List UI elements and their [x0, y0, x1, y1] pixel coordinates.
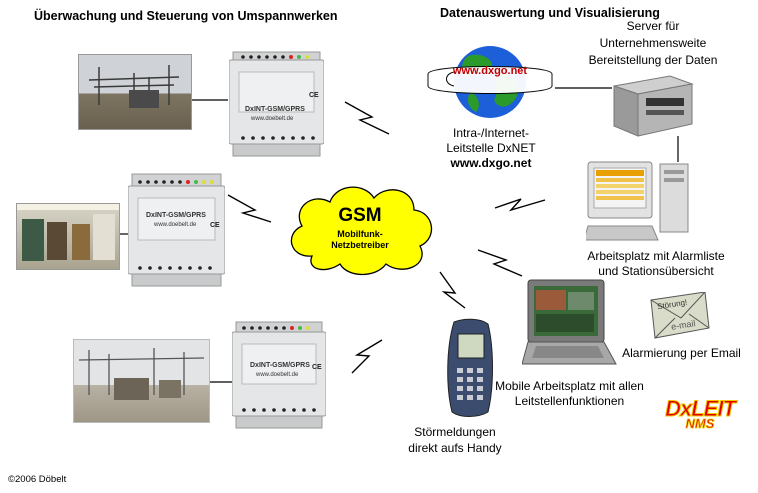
leitstelle-label-2: Leitstelle DxNET: [446, 141, 536, 155]
email-envelope-icon: [650, 292, 710, 339]
module-2-title: DxINT-GSM/GPRS: [146, 212, 206, 219]
workstation-pc-icon: [586, 161, 689, 241]
bolt-2: [227, 194, 272, 223]
globe-icon: [427, 46, 553, 118]
module-2-url: www.doebelt.de: [154, 222, 197, 228]
server-label-1: Server für: [626, 19, 680, 33]
email-label: Alarmierung per Email: [622, 346, 741, 360]
arbeitsplatz-label-2: und Stationsübersicht: [598, 264, 714, 278]
gsm-line1: Mobilfunk-: [337, 229, 383, 239]
substation-photo-2: [16, 203, 120, 270]
leitstelle-url: www.dxgo.net: [450, 156, 532, 170]
bolt-1: [344, 101, 390, 135]
server-label-3: Bereitstellung der Daten: [588, 53, 718, 67]
substation-photo-3: [73, 339, 210, 423]
leitstelle-label-1: Intra-/Internet-: [452, 126, 530, 140]
module-2-ce: CE: [210, 222, 220, 229]
handy-label-2: direkt aufs Handy: [408, 441, 502, 455]
substation-photo-1: [78, 54, 192, 130]
module-3-ce: CE: [312, 364, 322, 371]
header-left: Überwachung und Steuerung von Umspannwer…: [34, 9, 338, 23]
laptop-icon: [522, 279, 617, 365]
bolt-6: [439, 271, 466, 309]
logo-text: DxLEIT: [665, 396, 737, 422]
dxleit-logo: DxLEIT NMS: [654, 396, 746, 434]
mobile-phone-icon: [447, 318, 493, 417]
module-1-ce: CE: [309, 92, 319, 99]
gsm-module-2: DxINT-GSM/GPRS www.doebelt.de CE: [128, 172, 225, 288]
bolt-3: [351, 339, 383, 374]
module-3-title: DxINT-GSM/GPRS: [250, 362, 310, 369]
module-3-url: www.doebelt.de: [256, 372, 299, 378]
module-1-url: www.doebelt.de: [251, 116, 294, 122]
gsm-module-1: DxINT-GSM/GPRS www.doebelt.de CE: [229, 50, 324, 158]
bolt-4: [494, 198, 546, 212]
globe-url: www.dxgo.net: [452, 65, 528, 77]
arbeitsplatz-label-1: Arbeitsplatz mit Alarmliste: [587, 249, 725, 263]
mobile-label-1: Mobile Arbeitsplatz mit allen: [495, 379, 644, 393]
gsm-cloud-icon: [290, 186, 433, 276]
header-right: Datenauswertung und Visualisierung: [440, 6, 660, 20]
handy-label-1: Störmeldungen: [414, 425, 496, 439]
bolt-5: [477, 249, 523, 277]
gsm-module-3: DxINT-GSM/GPRS www.doebelt.de CE: [232, 320, 326, 430]
logo-subtext: NMS: [685, 416, 715, 432]
server-icon: [613, 75, 694, 137]
copyright: ©2006 Döbelt: [8, 474, 67, 485]
server-label-2: Unternehmensweite: [599, 36, 707, 50]
gsm-title: GSM: [338, 205, 382, 226]
mobile-label-2: Leitstellenfunktionen: [514, 394, 625, 408]
module-1-title: DxINT-GSM/GPRS: [245, 106, 305, 113]
gsm-line2: Netzbetreiber: [331, 240, 389, 250]
